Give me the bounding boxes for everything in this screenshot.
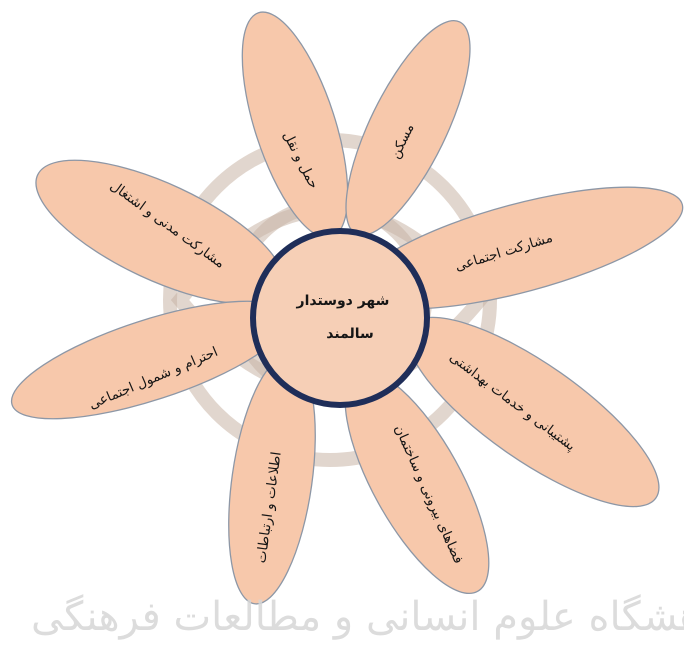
- center-title-line1: شهر دوستدار: [296, 293, 390, 309]
- center-hub: شهر دوستدار سالمند: [253, 231, 427, 405]
- watermark-text: پژوهشگاه علوم انسانی و مطالعات فرهنگی: [31, 594, 684, 640]
- center-title-line2: سالمند: [326, 326, 373, 342]
